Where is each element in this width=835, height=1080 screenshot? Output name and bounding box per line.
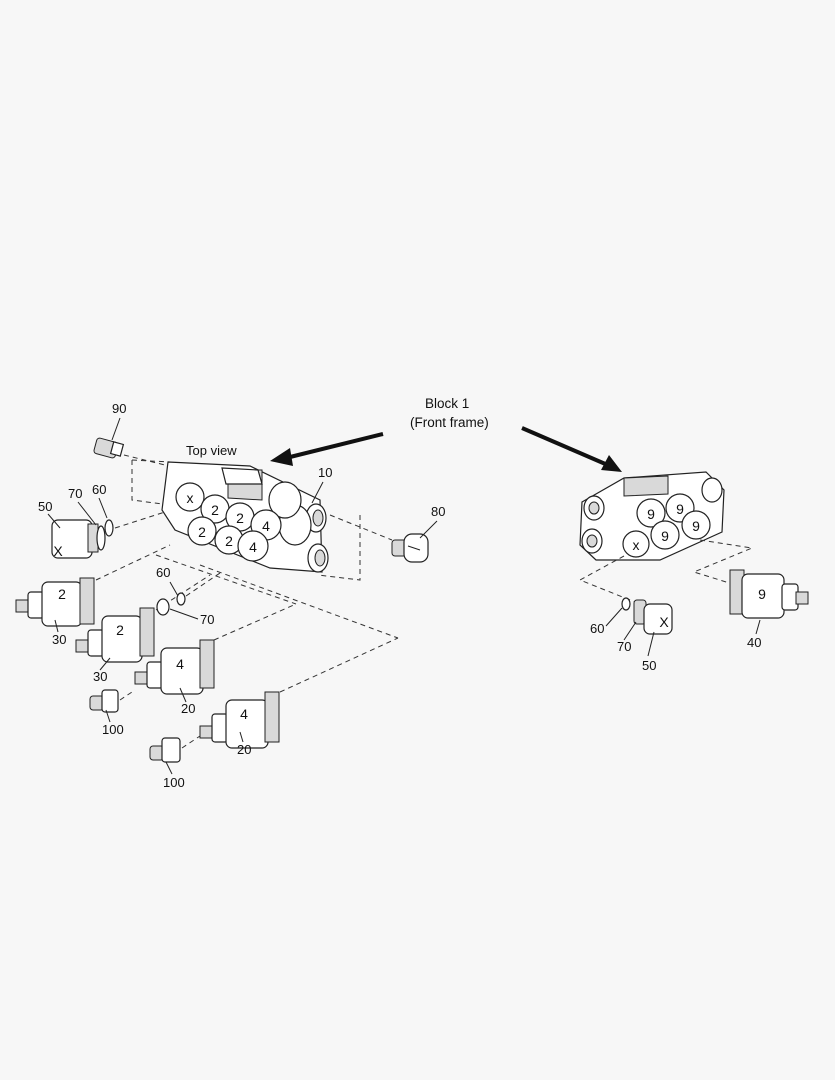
washer-70-mid xyxy=(156,598,170,616)
svg-text:9: 9 xyxy=(758,586,766,602)
callout-30-lower: 30 xyxy=(93,669,107,684)
svg-text:2: 2 xyxy=(225,533,233,549)
port-2c: 2 xyxy=(187,516,217,546)
svg-text:X: X xyxy=(53,543,63,559)
oring-60 xyxy=(104,519,114,537)
cartridge-30-upper: 2 xyxy=(15,544,171,627)
callout-70-mid: 70 xyxy=(200,612,214,627)
arrow-to-right-block xyxy=(521,426,622,472)
callout-70-right: 70 xyxy=(617,639,631,654)
callout-80: 80 xyxy=(431,504,445,519)
svg-text:4: 4 xyxy=(262,518,270,534)
cartridge-20-upper: 4 xyxy=(134,554,297,695)
oring-60-mid xyxy=(176,592,186,606)
cartridge-20-lower: 4 xyxy=(199,564,399,749)
svg-text:9: 9 xyxy=(692,518,700,534)
callout-50-right: 50 xyxy=(642,658,656,673)
fitting-90 xyxy=(93,437,166,466)
callout-30-upper: 30 xyxy=(52,632,66,647)
svg-text:x: x xyxy=(187,490,194,506)
svg-text:4: 4 xyxy=(249,539,257,555)
callout-100-upper: 100 xyxy=(102,722,124,737)
plug-50-left: X xyxy=(51,519,99,559)
fitting-100-upper xyxy=(89,689,136,713)
callout-90: 90 xyxy=(112,401,126,416)
svg-text:9: 9 xyxy=(661,528,669,544)
port-9a: 9 xyxy=(636,498,666,528)
callout-20-upper: 20 xyxy=(181,701,195,716)
valve-block-right: 9 9 9 9 x xyxy=(578,471,754,605)
svg-text:X: X xyxy=(659,614,669,630)
svg-text:2: 2 xyxy=(116,622,124,638)
callout-70-left: 70 xyxy=(68,486,82,501)
cartridge-40: 9 xyxy=(729,569,809,619)
svg-text:2: 2 xyxy=(236,510,244,526)
port-x: x xyxy=(175,482,205,512)
fitting-100-lower xyxy=(149,735,201,763)
callout-50-left: 50 xyxy=(38,499,52,514)
block-title-line2: (Front frame) xyxy=(410,415,489,430)
callout-10: 10 xyxy=(318,465,332,480)
washer-70 xyxy=(96,525,106,551)
plug-50-right: X xyxy=(621,597,673,635)
svg-text:9: 9 xyxy=(647,506,655,522)
port-9d: 9 xyxy=(681,510,711,540)
svg-text:2: 2 xyxy=(58,586,66,602)
cartridge-30-lower: 2 xyxy=(75,574,211,663)
svg-text:4: 4 xyxy=(176,656,184,672)
svg-text:9: 9 xyxy=(676,501,684,517)
port-9c: 9 xyxy=(650,520,680,550)
callout-20-lower: 20 xyxy=(237,742,251,757)
svg-text:x: x xyxy=(633,537,640,553)
port-4b: 4 xyxy=(237,530,269,562)
callout-60-mid: 60 xyxy=(156,565,170,580)
svg-text:4: 4 xyxy=(240,706,248,722)
callout-100-lower: 100 xyxy=(163,775,185,790)
callout-60-right: 60 xyxy=(590,621,604,636)
fitting-80 xyxy=(391,533,429,563)
top-view-label: Top view xyxy=(186,443,237,458)
arrow-to-left-block xyxy=(270,432,384,466)
valve-block-left: x 2 2 4 2 2 4 xyxy=(131,459,393,581)
svg-text:2: 2 xyxy=(211,502,219,518)
port-x-right: x xyxy=(622,530,650,558)
block-title-line1: Block 1 xyxy=(425,396,469,411)
port-2a: 2 xyxy=(200,494,230,524)
callout-40: 40 xyxy=(747,635,761,650)
svg-text:2: 2 xyxy=(198,524,206,540)
callout-60-left: 60 xyxy=(92,482,106,497)
